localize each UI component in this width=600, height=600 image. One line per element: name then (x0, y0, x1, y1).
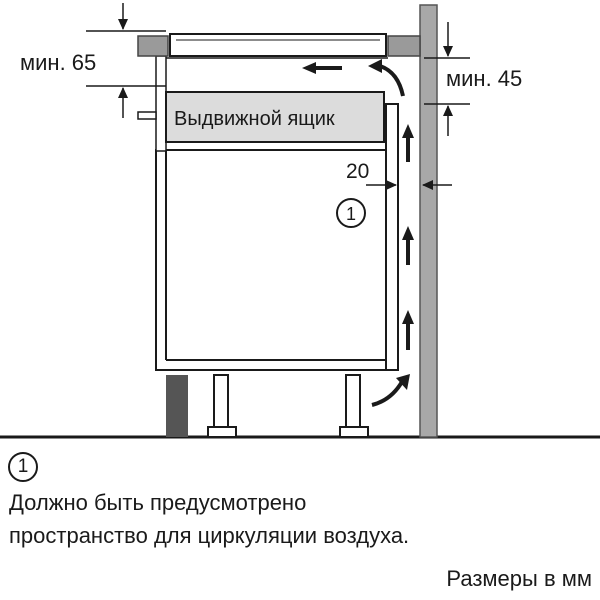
installation-diagram: Выдвижной ящик мин. 65 мин. 45 (0, 3, 600, 439)
airflow-arrows (302, 59, 414, 407)
dimension-min-65 (86, 3, 166, 118)
worktop-left-edge (137, 35, 169, 57)
note-marker: 1 (8, 452, 38, 482)
cabinet-side-panel (385, 103, 399, 371)
units-label: Размеры в мм (446, 566, 592, 591)
foot-right (339, 374, 369, 438)
marker-number: 1 (346, 204, 356, 224)
label-min-45: мин. 45 (446, 66, 522, 91)
plinth-strip (166, 375, 188, 437)
dimension-min-45 (424, 22, 470, 136)
cooktop-glass (169, 33, 387, 57)
cabinet-body (155, 149, 387, 371)
drawer-label: Выдвижной ящик (174, 108, 335, 130)
dimension-gap-20 (366, 180, 452, 190)
note-line-2: пространство для циркуляции воздуха. (9, 523, 410, 548)
cabinet-left-post (155, 55, 167, 152)
worktop-right-edge (387, 35, 421, 57)
note-text: Должно быть предусмотрено пространство д… (9, 486, 594, 552)
wall (419, 4, 438, 438)
foot-left (207, 374, 237, 438)
drawer (165, 91, 385, 143)
label-min-65: мин. 65 (20, 50, 96, 75)
marker-circle (336, 198, 366, 228)
label-gap-20: 20 (346, 160, 369, 183)
note-line-1: Должно быть предусмотрено (9, 490, 307, 515)
drawer-handle (137, 111, 157, 120)
